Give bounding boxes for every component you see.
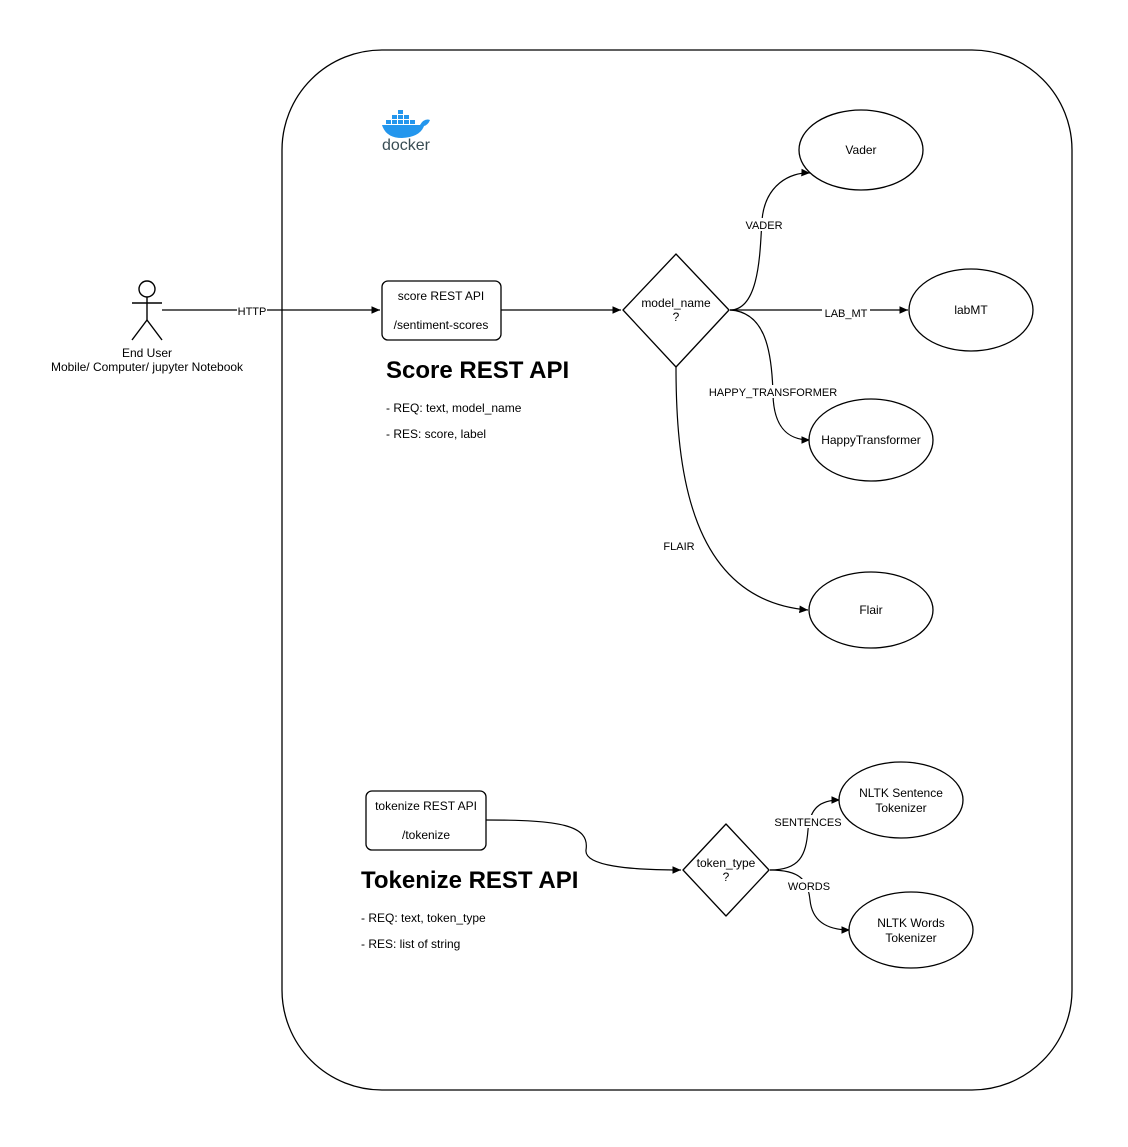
tokenize-api-title: Tokenize REST API bbox=[361, 867, 578, 894]
flair-edge bbox=[675, 366, 809, 614]
docker-logo: docker bbox=[382, 110, 431, 154]
tokenize-api-box-name: tokenize REST API bbox=[375, 799, 477, 813]
model-name-decision-label: model_name bbox=[641, 296, 711, 310]
nltk-words-tokenizer-label-line2: Tokenizer bbox=[885, 931, 936, 945]
words-edge-label: WORDS bbox=[788, 881, 830, 893]
tokenize-api-res: - RES: list of string bbox=[361, 937, 460, 951]
nltk-words-tokenizer-label-line1: NLTK Words bbox=[877, 916, 945, 930]
token-type-decision-label: token_type bbox=[697, 856, 756, 870]
flair-edge-label: FLAIR bbox=[663, 541, 694, 553]
docker-whale-icon bbox=[382, 110, 430, 138]
docker-logo-text: docker bbox=[382, 137, 431, 154]
tokenize-api-req: - REQ: text, token_type bbox=[361, 911, 486, 925]
sentences-edge-label: SENTENCES bbox=[774, 817, 841, 829]
score-api-res: - RES: score, label bbox=[386, 427, 486, 441]
http-label: HTTP bbox=[238, 306, 267, 318]
vader-node-label: Vader bbox=[845, 143, 876, 157]
labmt-edge-label: LAB_MT bbox=[825, 308, 868, 320]
happytransformer-node bbox=[808, 398, 934, 482]
nltk-sentence-tokenizer-label-line1: NLTK Sentence bbox=[859, 786, 943, 800]
score-api-box-name: score REST API bbox=[398, 289, 484, 303]
nltk-words-tokenizer-node bbox=[848, 891, 974, 969]
vader-edge-label: VADER bbox=[745, 220, 782, 232]
model-name-decision-question: ? bbox=[673, 310, 680, 324]
labmt-node bbox=[908, 268, 1034, 352]
score-api-box-endpoint: /sentiment-scores bbox=[394, 318, 489, 332]
token-type-decision bbox=[682, 823, 770, 917]
happytransformer-node-label: HappyTransformer bbox=[821, 433, 921, 447]
words-edge bbox=[769, 869, 851, 934]
tokenize-api-box-endpoint: /tokenize bbox=[402, 828, 450, 842]
token-type-decision-question: ? bbox=[723, 870, 730, 884]
vader-node bbox=[798, 109, 924, 191]
user-name: End User bbox=[122, 346, 172, 360]
tokenize-to-decision-edge bbox=[485, 819, 682, 874]
user-icon bbox=[131, 280, 163, 341]
labmt-node-label: labMT bbox=[954, 303, 988, 317]
nltk-sentence-tokenizer-label-line2: Tokenizer bbox=[875, 801, 926, 815]
happy-edge-label: HAPPY_TRANSFORMER bbox=[709, 387, 837, 399]
score-api-req: - REQ: text, model_name bbox=[386, 401, 522, 415]
flair-node bbox=[808, 571, 934, 649]
score-api-title: Score REST API bbox=[386, 357, 569, 384]
nltk-sentence-tokenizer-node bbox=[838, 761, 964, 839]
sentences-edge bbox=[769, 796, 841, 871]
user-devices: Mobile/ Computer/ jupyter Notebook bbox=[51, 360, 244, 374]
flair-node-label: Flair bbox=[859, 603, 882, 617]
